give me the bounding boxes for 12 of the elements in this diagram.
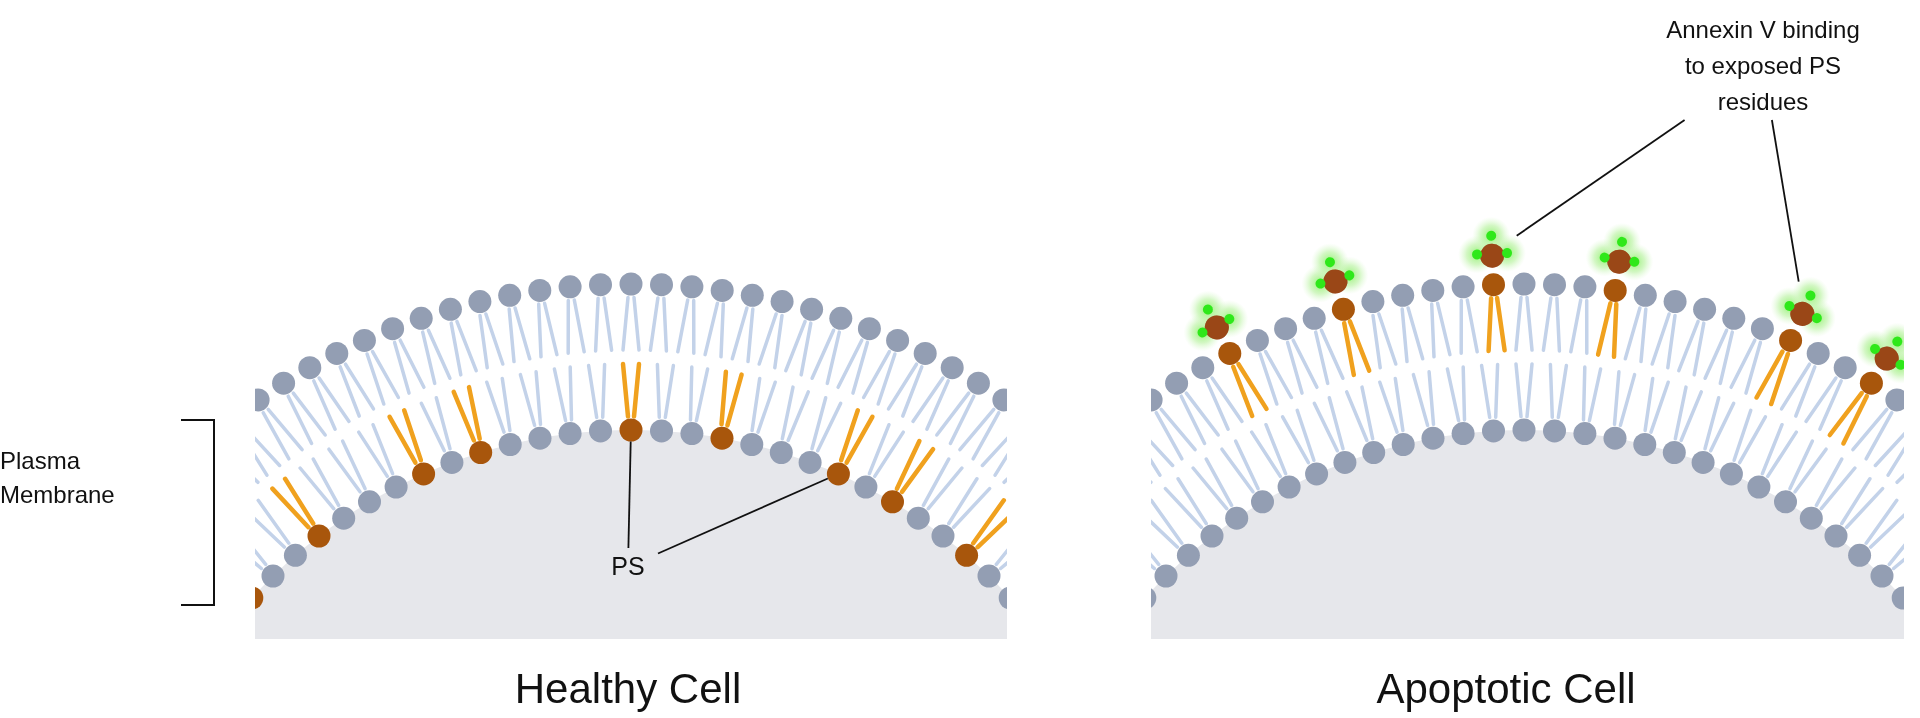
leader-line — [1771, 119, 1800, 283]
phospholipid-head — [619, 418, 643, 442]
leader-line — [627, 440, 632, 549]
leader-line — [1515, 119, 1686, 237]
leader-line — [657, 477, 829, 555]
annexin-icon — [1770, 276, 1836, 338]
panel-title: Healthy Cell — [513, 664, 743, 714]
callout-text: PS — [598, 548, 658, 586]
annexin-icon — [1458, 216, 1526, 274]
panel-title: Apoptotic Cell — [1375, 664, 1637, 714]
callout-text: Annexin V binding to exposed PS residues — [1660, 12, 1866, 120]
phospholipid-head — [826, 462, 850, 486]
